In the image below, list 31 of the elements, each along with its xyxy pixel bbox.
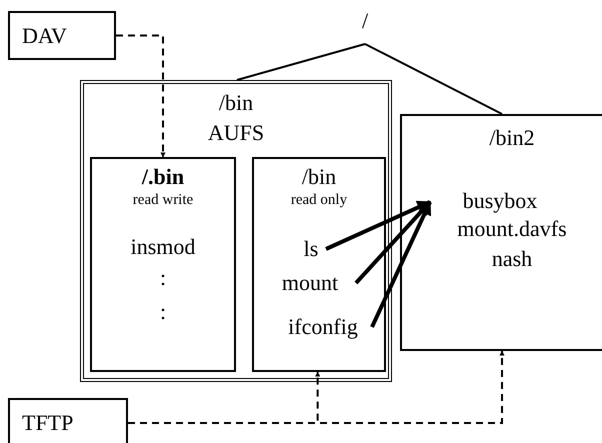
node-text: ifconfig bbox=[288, 313, 358, 341]
node-text: /bin2 bbox=[489, 124, 535, 152]
directory-box bbox=[90, 157, 236, 372]
node-text: : bbox=[160, 298, 166, 326]
node-text: busybox bbox=[462, 187, 538, 215]
node-text: /bin bbox=[302, 163, 336, 190]
node-text: read write bbox=[132, 190, 194, 210]
arrow bbox=[325, 200, 432, 251]
node-text: /bin bbox=[218, 89, 254, 117]
connector-line bbox=[236, 43, 366, 81]
arrow bbox=[116, 34, 166, 158]
arrow bbox=[370, 200, 432, 328]
source-box bbox=[8, 398, 128, 443]
node-text: ls bbox=[304, 235, 318, 263]
connector-line bbox=[364, 43, 502, 115]
aufs-box bbox=[80, 80, 392, 382]
node-text: /.bin bbox=[142, 163, 184, 190]
node-text: : bbox=[160, 264, 166, 292]
node-text: AUFS bbox=[208, 119, 264, 147]
source-box bbox=[8, 11, 116, 60]
node-text: insmod bbox=[130, 233, 196, 261]
directory-box bbox=[252, 157, 386, 372]
directory-box bbox=[400, 114, 602, 351]
node-text: mount.davfs bbox=[457, 214, 567, 242]
node-text: / bbox=[362, 7, 368, 35]
node-text: TFTP bbox=[22, 409, 74, 437]
node-text: nash bbox=[492, 244, 532, 272]
node-text: DAV bbox=[22, 22, 67, 50]
node-text: mount bbox=[282, 269, 338, 297]
arrow bbox=[354, 200, 432, 284]
node-text: read only bbox=[290, 190, 348, 210]
